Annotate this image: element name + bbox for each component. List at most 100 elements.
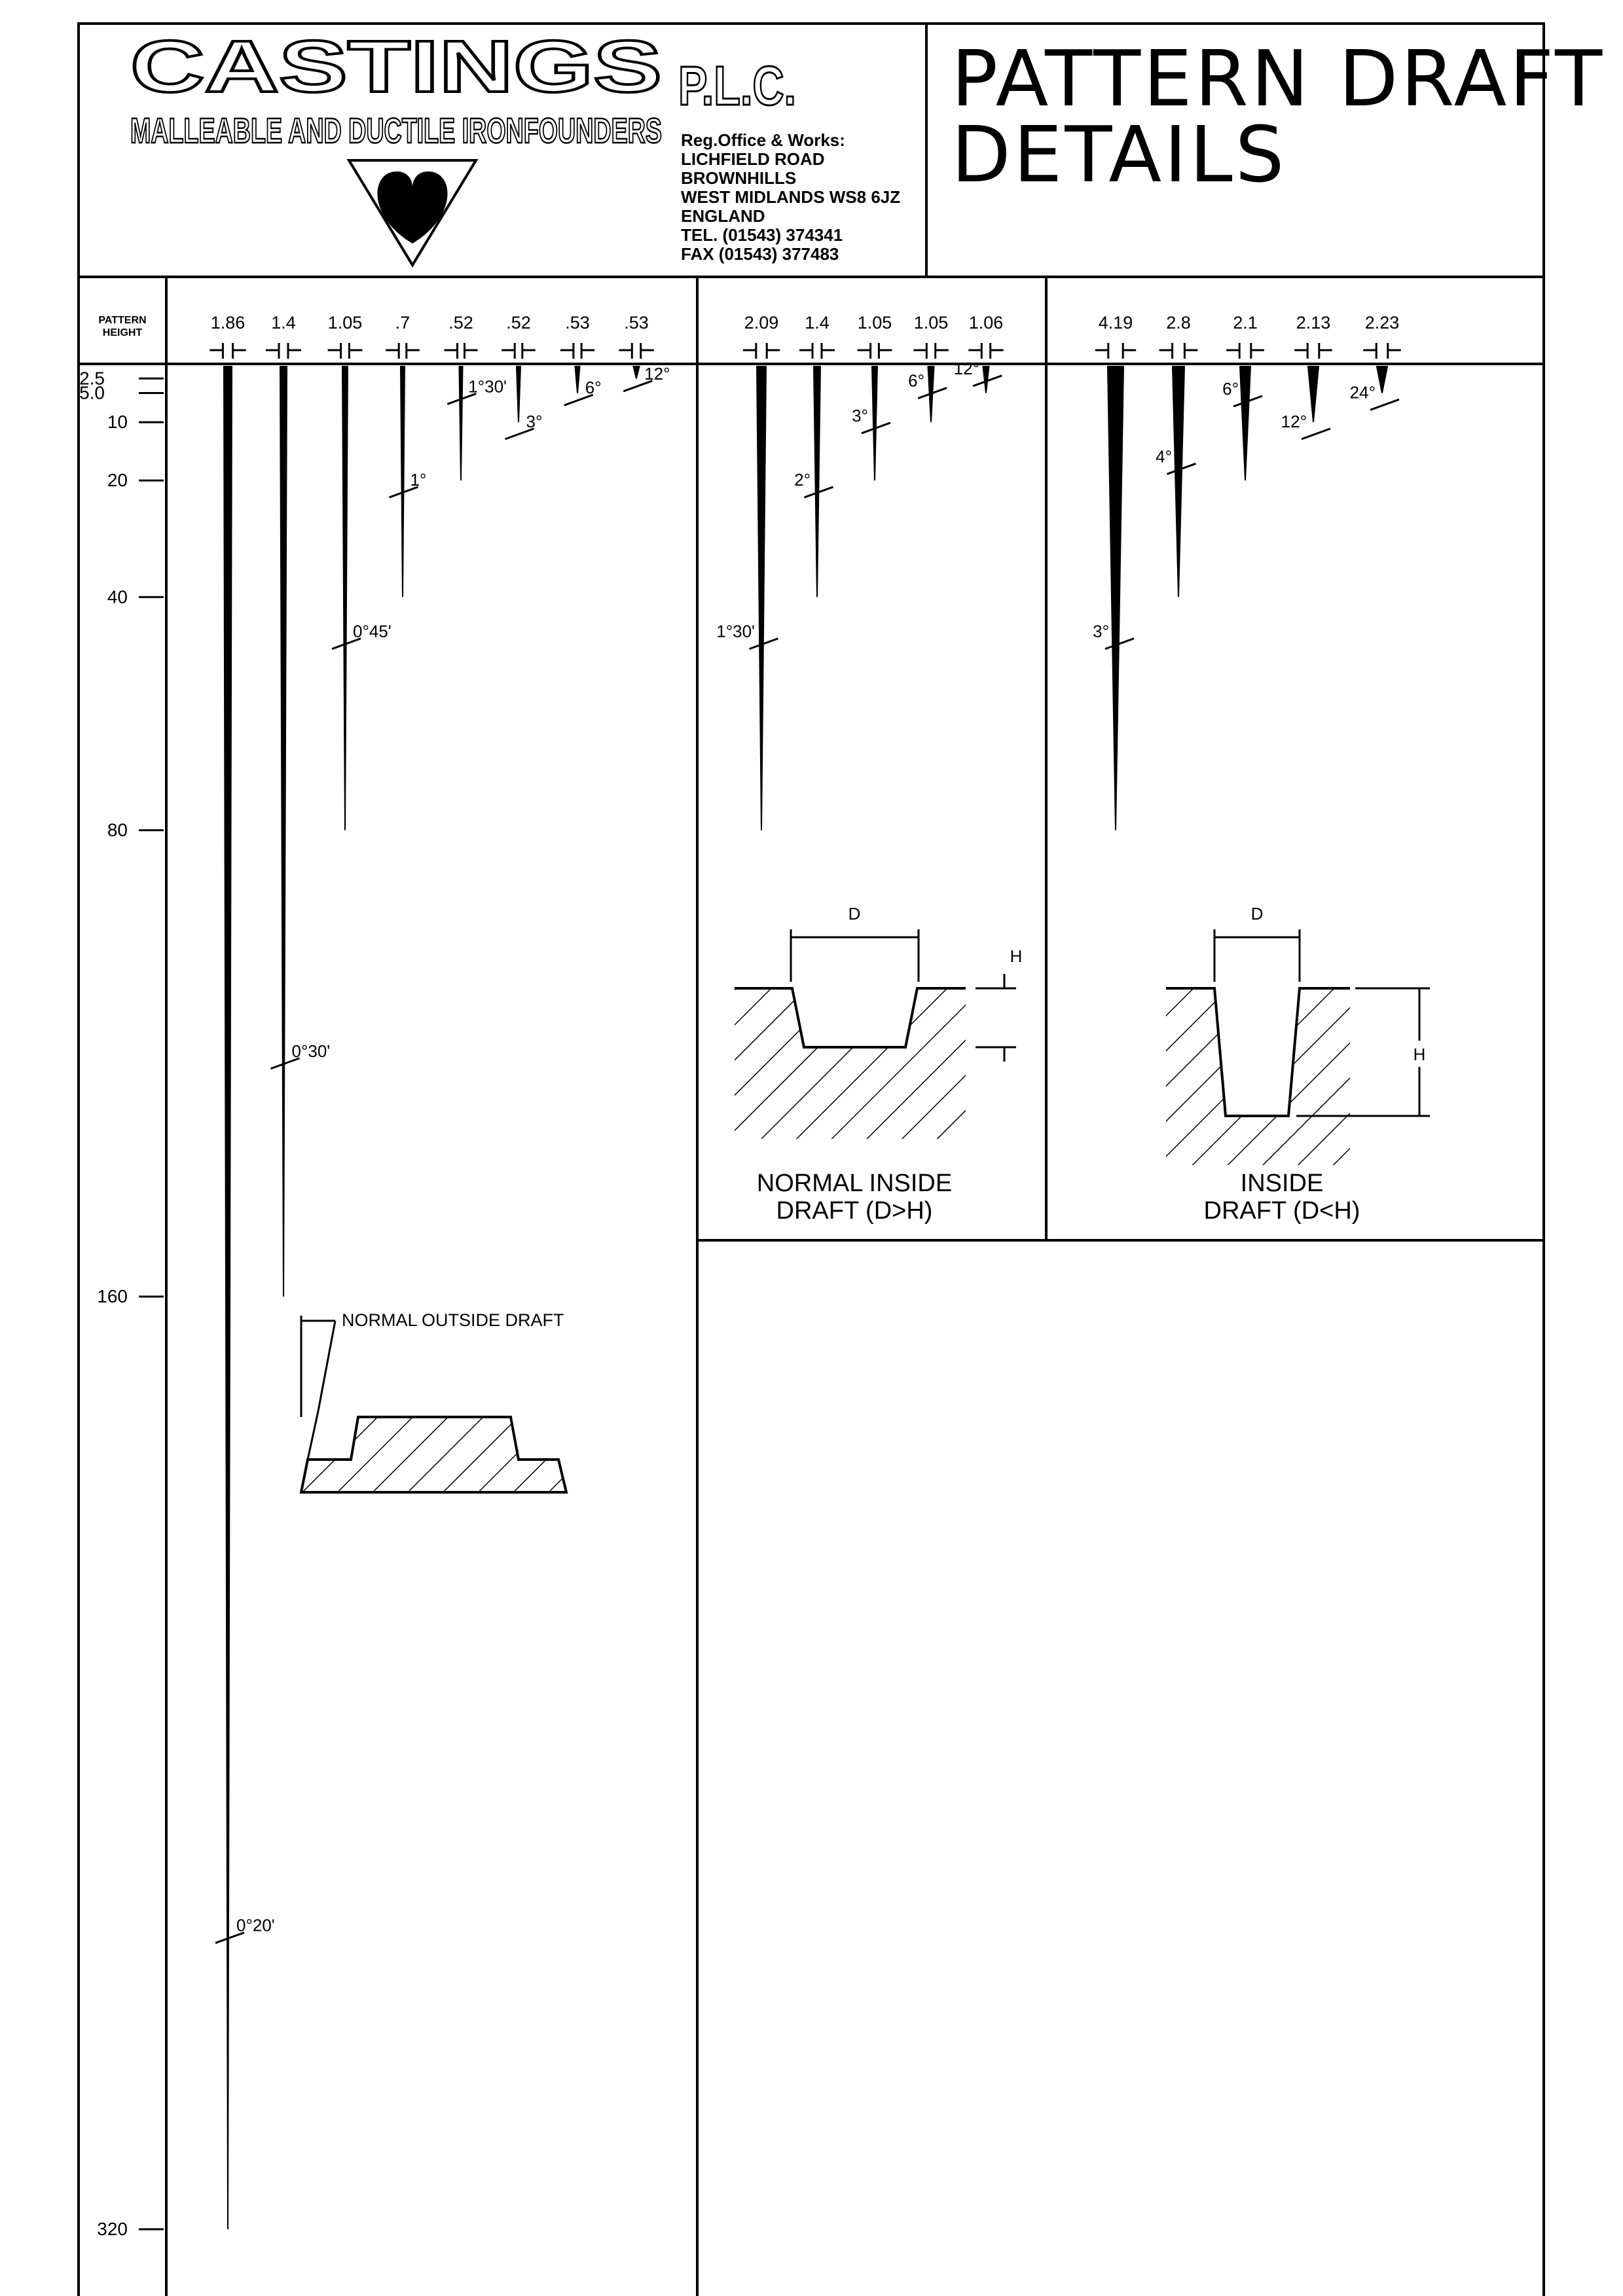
angle-label: 0°45' — [353, 622, 392, 641]
page-title: PATTERN DRAFT DETAILS — [951, 33, 1605, 200]
width-label: 2.23 — [1365, 313, 1400, 332]
draft-wedge — [871, 366, 879, 481]
angle-label: 24° — [1350, 382, 1376, 402]
width-label: 2.1 — [1233, 313, 1258, 332]
outside-draft-label: NORMAL OUTSIDE DRAFT — [342, 1310, 564, 1330]
inside1-line2: DRAFT (D>H) — [776, 1197, 933, 1225]
angle-marker — [1104, 637, 1135, 650]
draft-wedge — [341, 366, 349, 831]
width-label: 1.86 — [211, 313, 246, 332]
draft-wedge — [279, 366, 288, 1297]
angle-label: 4° — [1156, 446, 1172, 466]
width-label: .52 — [506, 313, 531, 332]
width-label: 2.13 — [1296, 313, 1331, 332]
address-line: ENGLAND — [681, 206, 765, 226]
angle-marker — [447, 393, 477, 405]
angle-label: 0°30' — [292, 1041, 331, 1061]
angle-marker — [270, 1057, 301, 1070]
width-label: .53 — [624, 313, 649, 332]
width-label: .7 — [395, 313, 410, 332]
angle-label: 3° — [1093, 622, 1109, 641]
axis-label-2: HEIGHT — [103, 327, 143, 338]
inside1-line1: NORMAL INSIDE — [757, 1170, 952, 1197]
draft-wedge — [632, 366, 640, 379]
address-line: BROWNHILLS — [681, 168, 797, 188]
width-label: .52 — [448, 313, 473, 332]
angle-label: 1°30' — [716, 622, 755, 641]
h-label-2: H — [1413, 1045, 1426, 1064]
outside-draft-detail: NORMAL OUTSIDE DRAFT — [299, 1310, 568, 1494]
angle-marker — [1370, 398, 1400, 411]
axis-tick-label: 10 — [107, 412, 128, 432]
angle-label: 12° — [644, 364, 670, 384]
d-label-1: D — [848, 904, 861, 924]
angle-marker — [623, 380, 653, 393]
axis-tick-label: 20 — [107, 470, 128, 490]
inside-draft-d-gt-h: D H NORMAL INSIDE DRAFT (D>H) — [735, 904, 1022, 1225]
address-line: FAX (01543) 377483 — [681, 244, 839, 264]
angle-marker — [1233, 395, 1263, 408]
angle-marker — [504, 427, 535, 440]
axis-label-1: PATTERN — [98, 315, 146, 326]
width-label: 1.05 — [858, 313, 892, 332]
company-subtitle: MALLEABLE AND DUCTILE IRONFOUNDERS — [130, 111, 662, 148]
angle-label: 3° — [852, 406, 868, 425]
angle-marker — [1166, 462, 1197, 475]
width-label: 1.05 — [914, 313, 949, 332]
draft-wedge — [1171, 366, 1186, 598]
address-line: TEL. (01543) 374341 — [681, 225, 843, 245]
angle-marker — [861, 422, 891, 435]
draft-wedge — [1307, 366, 1320, 423]
angle-label: 12° — [954, 359, 979, 378]
draft-wedge — [1239, 366, 1252, 481]
address-line: LICHFIELD ROAD — [681, 149, 825, 169]
angle-marker — [748, 637, 779, 650]
angle-label: 2° — [794, 470, 811, 490]
angle-marker — [1301, 427, 1331, 440]
draft-wedge — [812, 366, 822, 598]
axis-tick-label: 2.5 — [79, 368, 105, 388]
axis-tick-label: 80 — [107, 820, 128, 840]
angle-label: 12° — [1281, 412, 1307, 431]
draft-wedge — [756, 366, 767, 831]
angle-marker — [917, 387, 947, 399]
width-label: 2.09 — [744, 313, 779, 332]
company-subtitle-box: MALLEABLE AND DUCTILE IRONFOUNDERS — [130, 111, 663, 148]
angle-label: 6° — [1222, 379, 1239, 399]
title-line-1: PATTERN DRAFT — [951, 33, 1605, 124]
width-label: 1.4 — [805, 313, 830, 332]
angle-marker — [972, 374, 1002, 387]
axis-tick-label: 160 — [97, 1286, 128, 1306]
heart-logo-icon — [346, 159, 479, 268]
company-name: CASTINGS — [130, 31, 662, 97]
angle-label: 6° — [585, 378, 602, 397]
draft-wedge — [399, 366, 406, 598]
plc-label: P.L.C. — [678, 55, 796, 113]
frame — [77, 22, 1545, 2296]
draft-wedge — [223, 366, 233, 2230]
draft-panels: 1.860°20'1.40°30'1.050°45'.71°.521°30'.5… — [210, 313, 1401, 2230]
draft-wedge — [574, 366, 581, 393]
company-address: Reg.Office & Works: LICHFIELD ROAD BROWN… — [681, 131, 900, 264]
address-line: Reg.Office & Works: — [681, 130, 845, 150]
angle-marker — [564, 393, 594, 406]
inside-draft-d-lt-h: D H INSIDE DRAFT (D<H) — [1166, 904, 1430, 1225]
draft-wedge — [458, 366, 464, 481]
angle-marker — [215, 1931, 245, 1945]
angle-label: 3° — [526, 412, 543, 431]
width-label: 1.05 — [328, 313, 363, 332]
d-label-2: D — [1251, 904, 1264, 924]
angle-label: 1°30' — [468, 376, 507, 396]
draft-wedge — [1376, 366, 1389, 393]
width-label: 4.19 — [1099, 313, 1133, 332]
draft-wedge — [1106, 366, 1125, 831]
inside2-line1: INSIDE — [1241, 1170, 1324, 1197]
inside2-line2: DRAFT (D<H) — [1204, 1197, 1360, 1225]
title-line-2: DETAILS — [951, 109, 1287, 200]
angle-label: 6° — [908, 371, 924, 391]
axis-tick-label: 320 — [97, 2219, 128, 2239]
plc-box: P.L.C. — [678, 54, 797, 113]
angle-marker — [331, 637, 361, 650]
